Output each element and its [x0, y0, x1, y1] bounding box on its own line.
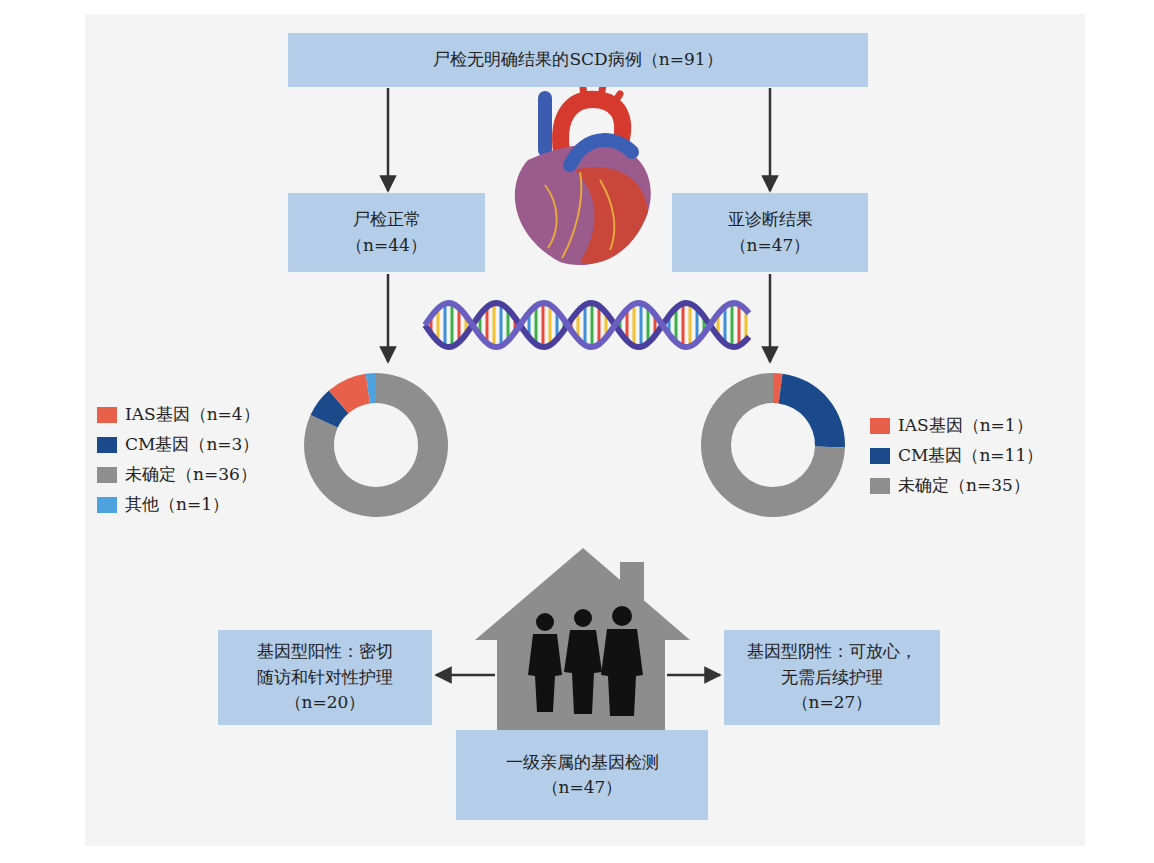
dna-rung	[535, 306, 538, 344]
process-box: 基因型阴性：可放心，无需后续护理 （n=27）	[724, 630, 940, 725]
process-box: 一级亲属的基因检测 （n=47）	[456, 730, 708, 820]
dna-rung	[689, 304, 692, 347]
legend-swatch	[97, 497, 117, 513]
donut-slice	[366, 373, 376, 403]
donut-slice	[329, 374, 370, 414]
dna-rung	[486, 307, 489, 343]
legend-entry: IAS基因（n=1）	[870, 414, 1033, 437]
legend-swatch	[870, 418, 890, 434]
dna-rung	[451, 304, 454, 347]
process-box: 尸检正常 （n=44）	[288, 193, 485, 272]
dna-rung	[584, 305, 587, 345]
dna-rung	[542, 303, 545, 347]
legend-label: 未确定（n=36）	[125, 463, 257, 486]
legend-swatch	[870, 478, 890, 494]
dna-rung	[682, 304, 685, 347]
dna-strand	[425, 303, 749, 347]
legend-swatch	[97, 467, 117, 483]
flow-arrow	[769, 88, 772, 191]
box-label: 尸检正常 （n=44）	[339, 207, 434, 258]
background-panel	[85, 14, 1085, 846]
donut-arrow	[387, 274, 390, 362]
house-illustration	[436, 548, 720, 735]
legend-entry: CM基因（n=11）	[870, 444, 1043, 467]
legend-entry: 未确定（n=35）	[870, 474, 1030, 497]
donut-charts	[304, 373, 845, 517]
legend-entry: IAS基因（n=4）	[97, 403, 260, 426]
box-label: 一级亲属的基因检测 （n=47）	[502, 750, 662, 801]
process-box: 亚诊断结果 （n=47）	[672, 193, 868, 272]
box-label: 尸检无明确结果的SCD病例（n=91）	[433, 47, 722, 73]
people-silhouettes	[528, 606, 643, 716]
dna-rung	[738, 304, 741, 345]
legend-entry: 未确定（n=36）	[97, 463, 257, 486]
dna-helix	[425, 303, 749, 347]
donut-slice	[701, 373, 845, 517]
legend-label: CM基因（n=3）	[125, 433, 259, 456]
legend-label: CM基因（n=11）	[898, 444, 1043, 467]
house-arrow	[667, 674, 720, 677]
box-label: 基因型阳性：密切随访和针对性护理 （n=20）	[253, 639, 398, 716]
legend-label: 未确定（n=35）	[898, 474, 1030, 497]
process-box: 基因型阳性：密切随访和针对性护理 （n=20）	[218, 630, 432, 725]
legend-entry: 其他（n=1）	[97, 493, 229, 516]
donut-arrow	[769, 274, 772, 362]
donut-slice	[304, 373, 448, 517]
legend-swatch	[97, 407, 117, 423]
dna-rung	[444, 304, 447, 347]
heart-illustration	[515, 86, 651, 265]
house-arrow	[436, 674, 495, 677]
dna-rung	[493, 303, 496, 347]
dna-rung	[731, 303, 734, 347]
legend-swatch	[97, 437, 117, 453]
donut-chart	[304, 373, 448, 517]
dna-rung	[633, 304, 636, 346]
dna-rung	[647, 307, 650, 343]
box-label: 基因型阴性：可放心，无需后续护理 （n=27）	[746, 639, 918, 716]
dna-rung	[500, 304, 503, 346]
legend-entry: CM基因（n=3）	[97, 433, 259, 456]
donut-chart	[701, 373, 845, 517]
dna-rung	[598, 306, 601, 344]
dna-strand	[425, 303, 749, 347]
legend-label: 其他（n=1）	[125, 493, 229, 516]
box-label: 亚诊断结果 （n=47）	[720, 207, 820, 258]
process-box: 尸检无明确结果的SCD病例（n=91）	[288, 33, 868, 87]
dna-rung	[724, 307, 727, 344]
donut-slice	[779, 374, 845, 448]
legend-label: IAS基因（n=4）	[125, 403, 260, 426]
flow-arrow	[387, 88, 390, 191]
dna-rung	[591, 303, 594, 347]
dna-rung	[549, 305, 552, 345]
dna-rung	[640, 303, 643, 347]
legend-label: IAS基因（n=1）	[898, 414, 1033, 437]
legend-swatch	[870, 448, 890, 464]
